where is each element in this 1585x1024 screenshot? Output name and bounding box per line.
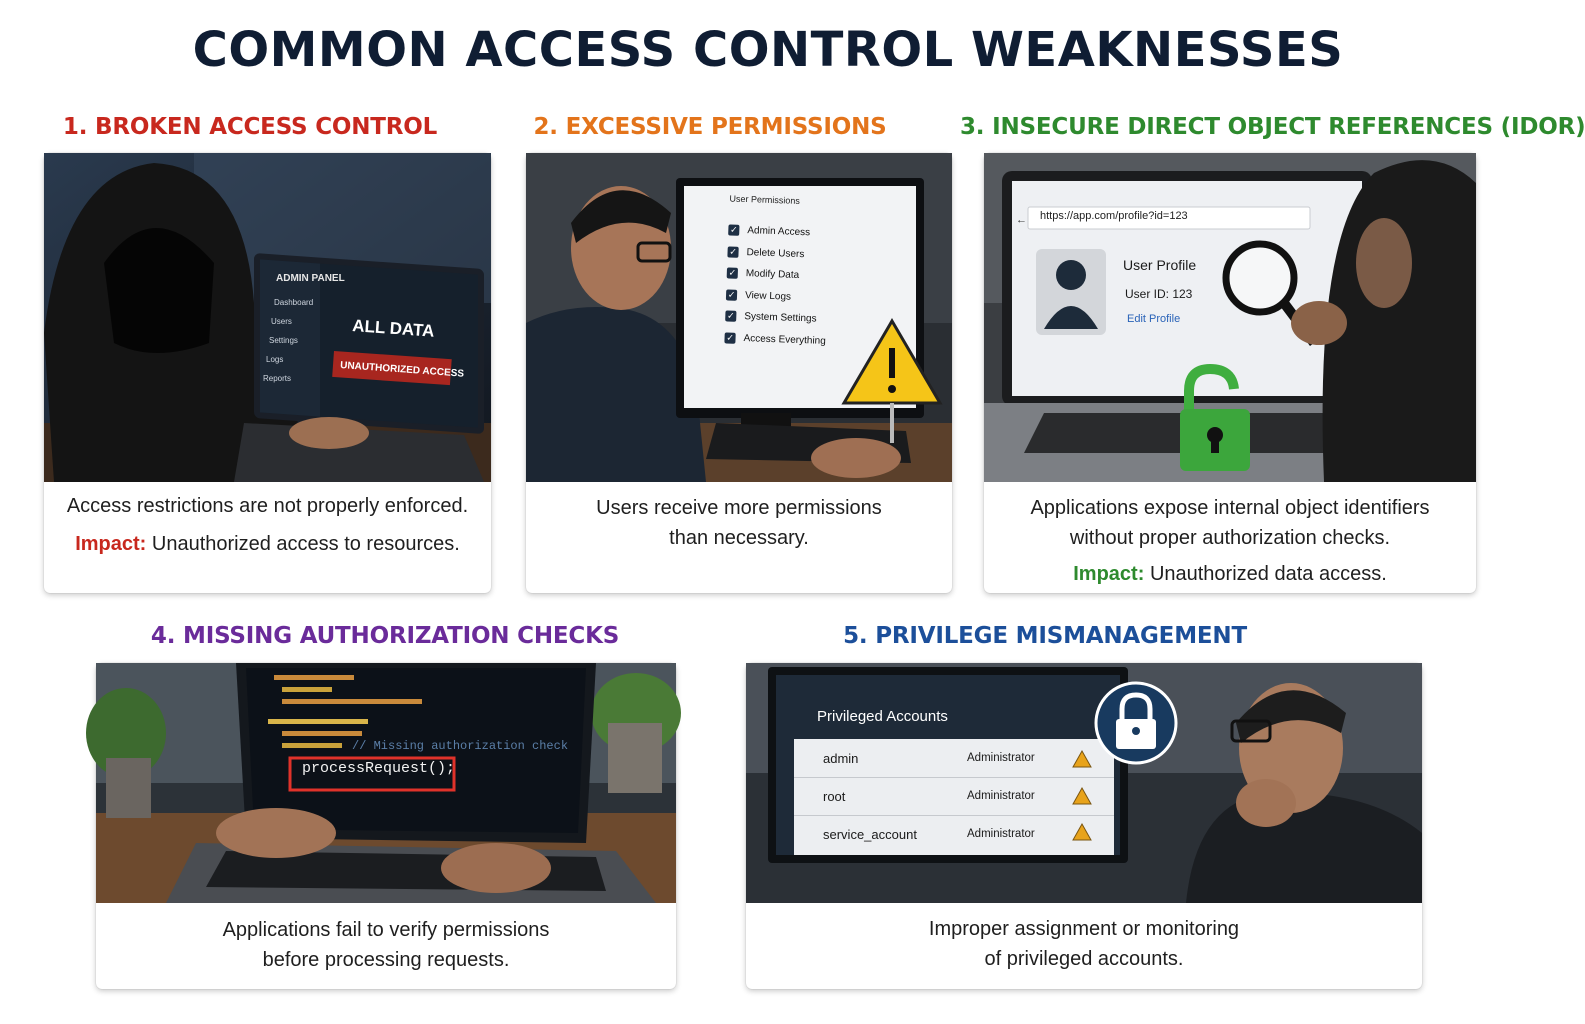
profile-user-id: User ID: 123 — [1125, 287, 1193, 301]
privileged-accounts-title: Privileged Accounts — [817, 708, 948, 725]
profile-title: User Profile — [1123, 257, 1197, 273]
account-role: Administrator — [967, 752, 1035, 764]
menu-item-settings: Settings — [269, 336, 298, 345]
section-1-title: 1. BROKEN ACCESS CONTROL — [62, 114, 438, 140]
svg-text:←: ← — [1016, 214, 1027, 226]
menu-item-reports: Reports — [263, 374, 291, 383]
card-3-description-line-2: without proper authorization checks. — [1069, 527, 1391, 549]
warning-icon — [1076, 789, 1088, 803]
account-row[interactable]: root Administrator — [794, 777, 1114, 815]
permission-label: Access Everything — [743, 332, 826, 347]
admin-panel-title: ADMIN PANEL — [276, 273, 345, 284]
unauthorized-alert-box — [332, 351, 452, 386]
privileged-accounts-illustration — [746, 663, 1422, 903]
laptop-profile-illustration: ← — [984, 153, 1476, 482]
account-row[interactable]: admin Administrator — [794, 739, 1114, 777]
card-excessive-permissions: User Permissions ✓ Admin Access ✓ Delete Us… — [526, 153, 952, 593]
checkbox-checked-icon[interactable]: ✓ — [726, 267, 739, 280]
url-bar-text: https://app.com/profile?id=123 — [1040, 210, 1188, 222]
card-1-impact-text: Unauthorized access to resources. — [151, 533, 460, 555]
code-laptop-illustration — [86, 663, 681, 903]
card-5-description-line-2: of privileged accounts. — [984, 948, 1184, 970]
hacker-laptop-illustration: ADMIN PANEL Dashboard Users Settings Log… — [44, 153, 491, 482]
user-monitor-illustration — [526, 153, 952, 482]
section-4-title: 4. MISSING AUTHORIZATION CHECKS — [150, 623, 620, 649]
checkbox-checked-icon[interactable]: ✓ — [727, 246, 739, 258]
card-2-description-line-2: than necessary. — [669, 527, 809, 549]
permission-label: Modify Data — [745, 268, 800, 282]
menu-item-logs: Logs — [266, 355, 283, 364]
card-4-description-line-2: before processing requests. — [262, 949, 510, 971]
page-title: COMMON ACCESS CONTROL WEAKNESSES — [192, 22, 1344, 78]
account-name: service_account — [823, 827, 917, 842]
card-3-impact-text: Unauthorized data access. — [1149, 563, 1387, 585]
permission-label: Admin Access — [747, 225, 811, 239]
card-5-description-line-1: Improper assignment or monitoring — [928, 918, 1240, 940]
card-missing-authorization: // Missing authorization check processRe… — [86, 663, 681, 989]
section-5-title: 5. PRIVILEGE MISMANAGEMENT — [843, 623, 1247, 649]
checkbox-checked-icon[interactable]: ✓ — [725, 310, 737, 323]
checkbox-checked-icon[interactable]: ✓ — [724, 332, 736, 344]
card-2-description-line-1: Users receive more permissions — [596, 497, 882, 519]
card-3-description-line-1: Applications expose internal object iden… — [1030, 497, 1430, 519]
card-1-description: Access restrictions are not properly enf… — [66, 495, 469, 517]
permissions-window-title: User Permissions — [729, 193, 801, 206]
highlighted-code: processRequest(); — [302, 760, 456, 777]
menu-item-dashboard: Dashboard — [274, 298, 313, 307]
permission-label: System Settings — [744, 311, 817, 325]
permission-label: Delete Users — [746, 246, 805, 260]
account-name: root — [823, 789, 846, 804]
edit-profile-link[interactable]: Edit Profile — [1127, 313, 1181, 325]
checkbox-checked-icon[interactable]: ✓ — [728, 224, 740, 237]
checkbox-checked-icon[interactable]: ✓ — [725, 289, 738, 301]
menu-item-users: Users — [271, 317, 292, 326]
account-role: Administrator — [967, 828, 1035, 840]
card-idor: ← https://app.com/profile?id=123 User Pr… — [984, 153, 1476, 593]
account-row[interactable]: service_account Administrator — [794, 815, 1114, 853]
section-2-title: 2. EXCESSIVE PERMISSIONS — [533, 114, 887, 140]
code-comment: // Missing authorization check — [352, 739, 569, 753]
card-1-impact-label: Impact: — [75, 533, 147, 555]
permission-label: View Logs — [744, 289, 792, 303]
account-role: Administrator — [967, 790, 1035, 802]
card-3-impact-label: Impact: — [1073, 563, 1145, 585]
warning-icon — [1076, 751, 1088, 765]
card-broken-access-control: ADMIN PANEL Dashboard Users Settings Log… — [44, 153, 491, 593]
permissions-window: User Permissions ✓ Admin Access ✓ Delete Us… — [690, 189, 909, 406]
warning-icon — [1076, 827, 1088, 841]
account-name: admin — [823, 751, 859, 766]
section-3-title: 3. INSECURE DIRECT OBJECT REFERENCES (ID… — [960, 114, 1585, 140]
card-4-description-line-1: Applications fail to verify permissions — [222, 919, 550, 941]
